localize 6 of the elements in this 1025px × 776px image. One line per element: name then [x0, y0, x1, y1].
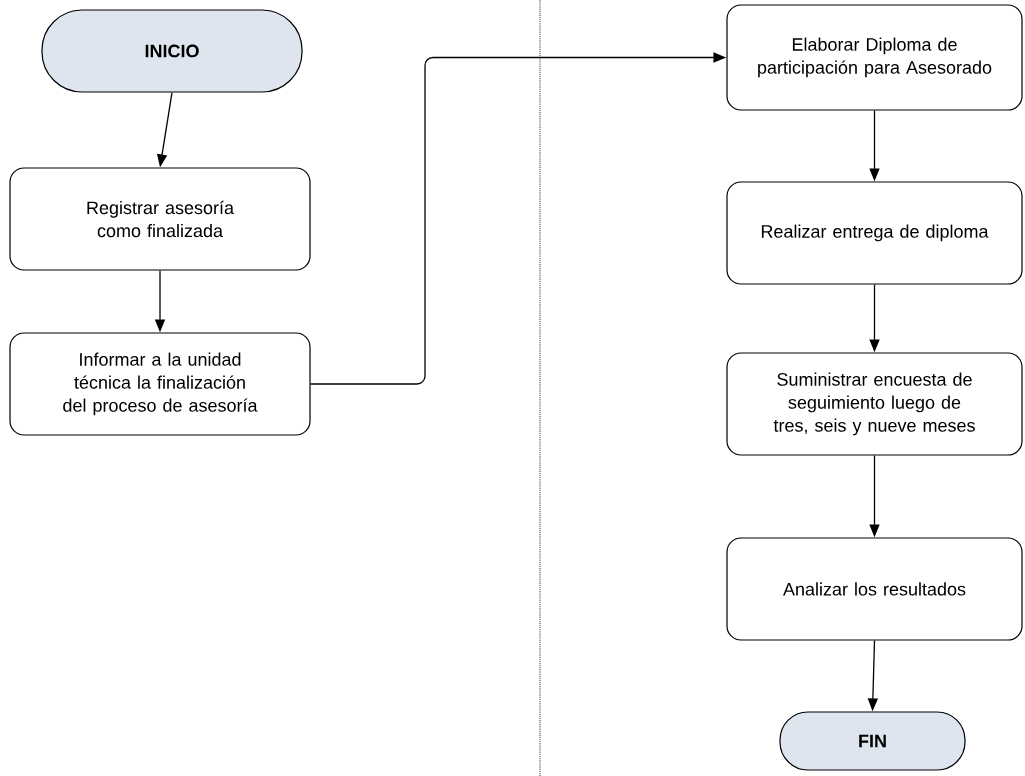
process-box: Registrar asesoría como finalizada: [9, 167, 311, 271]
process-box: Suministrar encuesta de seguimiento luego de tres, seis y nueve meses: [726, 352, 1023, 456]
process-box: Informar a la unidad técnica la finalización del proceso de asesoría: [9, 332, 311, 436]
process-box: Analizar los resultados: [726, 537, 1023, 641]
process-box: Realizar entrega de diploma: [726, 181, 1023, 285]
process-box: Elaborar Diploma de participación para Asesorado: [726, 4, 1023, 111]
